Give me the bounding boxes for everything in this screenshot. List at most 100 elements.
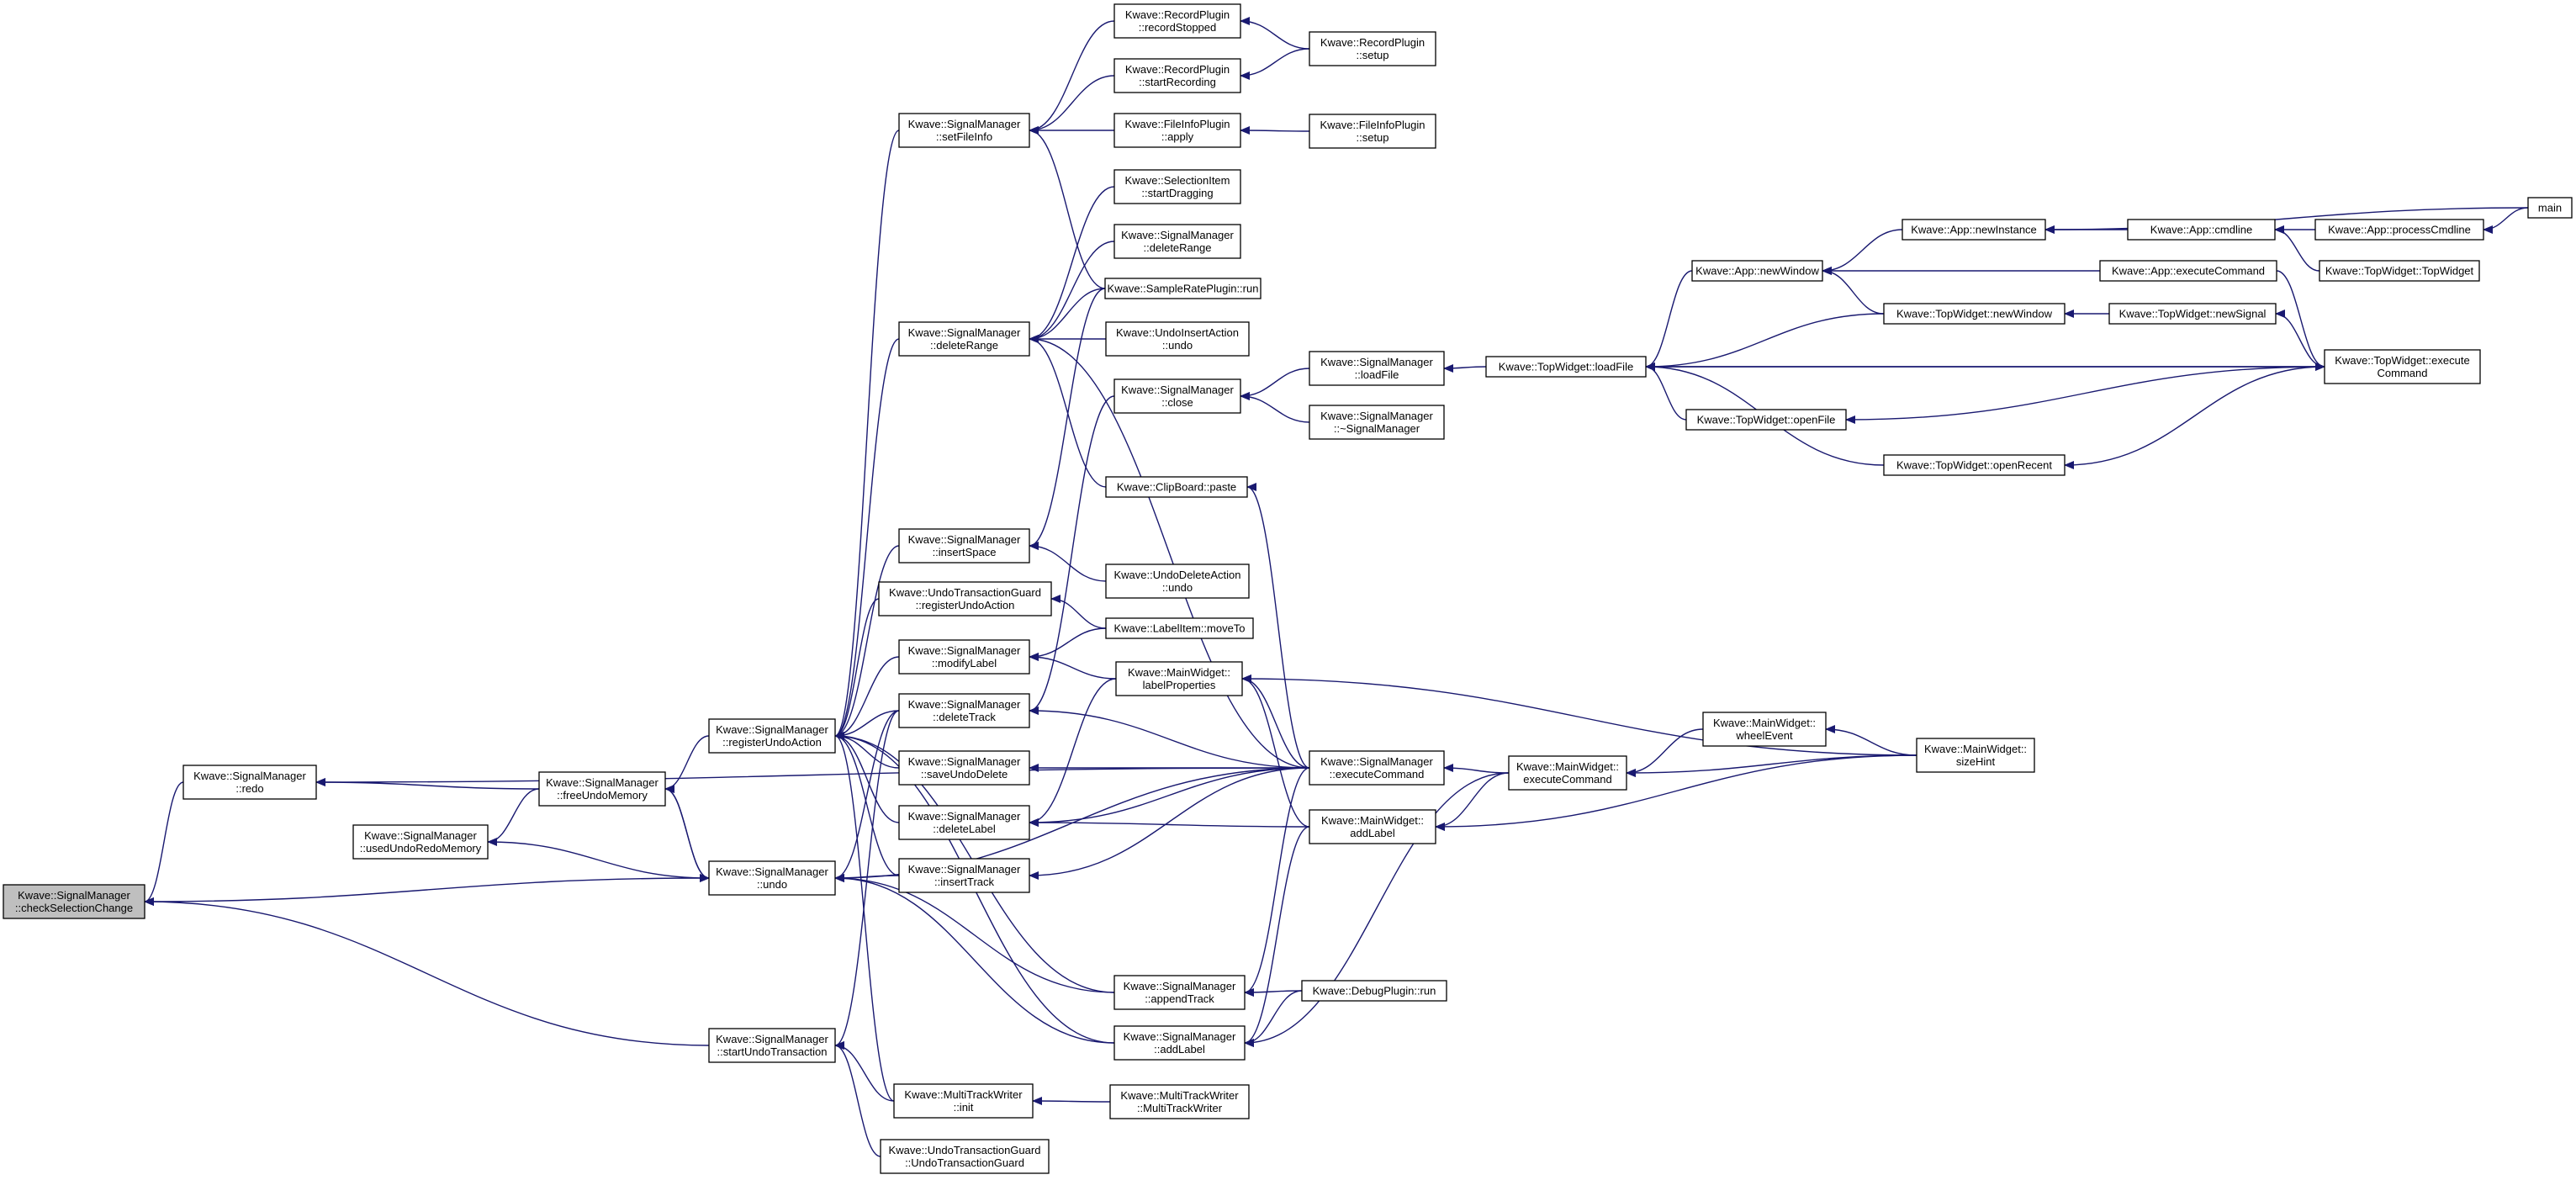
graph-node[interactable]: Kwave::TopWidget::loadFile — [1485, 356, 1647, 378]
graph-node[interactable]: main — [2527, 197, 2573, 219]
node-box — [1685, 409, 1847, 431]
graph-node[interactable]: Kwave::TopWidget::newWindow — [1883, 303, 2066, 325]
graph-edge — [1443, 363, 1487, 373]
graph-edge — [1626, 728, 1704, 777]
node-label: Kwave::MainWidget:: — [1128, 666, 1230, 679]
graph-node[interactable]: Kwave::App::newWindow — [1691, 260, 1823, 282]
graph-node[interactable]: Kwave::SignalManager::close — [1113, 378, 1241, 414]
graph-node[interactable]: Kwave::SignalManager::insertSpace — [898, 528, 1030, 564]
graph-edge — [315, 778, 540, 790]
node-label: Kwave::SignalManager — [1121, 229, 1234, 241]
graph-edge — [834, 130, 900, 740]
graph-node[interactable]: Kwave::MultiTrackWriter::MultiTrackWrite… — [1109, 1084, 1250, 1119]
node-label: Kwave::TopWidget::execute — [2335, 354, 2469, 367]
graph-node[interactable]: Kwave::SignalManager::addLabel — [1113, 1025, 1246, 1061]
graph-node[interactable]: Kwave::MultiTrackWriter::init — [893, 1083, 1034, 1119]
node-layer: Kwave::SignalManager::checkSelectionChan… — [3, 3, 2573, 1174]
graph-node[interactable]: Kwave::SignalManager::usedUndoRedoMemory — [352, 824, 489, 860]
node-label: Kwave::UndoDeleteAction — [1113, 569, 1240, 581]
graph-edge — [2276, 270, 2325, 371]
graph-node[interactable]: Kwave::RecordPlugin::recordStopped — [1113, 3, 1241, 39]
node-label: ::startUndoTransaction — [717, 1045, 827, 1058]
node-box — [1309, 351, 1445, 386]
graph-node[interactable]: Kwave::MainWidget::sizeHint — [1916, 738, 2035, 773]
graph-edge — [834, 732, 900, 823]
node-box — [1508, 755, 1627, 791]
graph-node[interactable]: Kwave::FileInfoPlugin::setup — [1309, 114, 1436, 149]
graph-node[interactable]: Kwave::LabelItem::moveTo — [1105, 617, 1254, 639]
node-label: ::close — [1161, 396, 1193, 409]
graph-node[interactable]: Kwave::SignalManager::modifyLabel — [898, 639, 1030, 675]
graph-edge — [834, 338, 900, 740]
node-box — [2527, 197, 2573, 219]
graph-node[interactable]: Kwave::SignalManager::insertTrack — [898, 858, 1030, 893]
graph-node[interactable]: Kwave::TopWidget::openRecent — [1883, 454, 2066, 476]
node-label: ::saveUndoDelete — [921, 768, 1008, 780]
graph-node[interactable]: Kwave::SignalManager::registerUndoAction — [708, 718, 836, 754]
node-label: ::deleteLabel — [933, 823, 996, 835]
graph-node[interactable]: Kwave::App::cmdline — [2127, 219, 2276, 241]
graph-edge — [2275, 310, 2325, 368]
graph-node[interactable]: Kwave::SignalManager::loadFile — [1309, 351, 1445, 386]
graph-node[interactable]: Kwave::UndoDeleteAction::undo — [1105, 564, 1250, 599]
graph-node[interactable]: Kwave::UndoInsertAction::undo — [1105, 321, 1250, 357]
graph-edge — [2064, 366, 2325, 469]
graph-node[interactable]: Kwave::ClipBoard::paste — [1105, 476, 1248, 498]
graph-node[interactable]: Kwave::MainWidget::labelProperties — [1115, 661, 1243, 696]
graph-edge — [315, 767, 1310, 786]
graph-node[interactable]: Kwave::MainWidget::addLabel — [1309, 809, 1436, 844]
node-box — [182, 765, 317, 800]
graph-node[interactable]: Kwave::SignalManager::deleteLabel — [898, 805, 1030, 840]
node-box — [898, 528, 1030, 564]
node-label: ::recordStopped — [1139, 21, 1217, 34]
graph-node[interactable]: Kwave::TopWidget::executeCommand — [2324, 349, 2481, 384]
graph-node[interactable]: Kwave::App::executeCommand — [2099, 260, 2277, 282]
node-label: Kwave::SignalManager — [908, 698, 1021, 711]
node-box — [708, 860, 836, 896]
node-box — [3, 884, 145, 919]
graph-node[interactable]: Kwave::DebugPlugin::run — [1301, 980, 1447, 1002]
graph-node[interactable]: Kwave::MainWidget::executeCommand — [1508, 755, 1627, 791]
graph-node[interactable]: Kwave::TopWidget::openFile — [1685, 409, 1847, 431]
graph-node[interactable]: Kwave::App::newInstance — [1902, 219, 2046, 241]
graph-node[interactable]: Kwave::SignalManager::appendTrack — [1113, 975, 1246, 1010]
node-box — [1105, 476, 1248, 498]
graph-node[interactable]: Kwave::RecordPlugin::startRecording — [1113, 58, 1241, 93]
graph-node[interactable]: Kwave::SignalManager::undo — [708, 860, 836, 896]
graph-node[interactable]: Kwave::FileInfoPlugin::apply — [1113, 113, 1241, 148]
node-label: ::apply — [1161, 130, 1194, 143]
node-box — [898, 639, 1030, 675]
graph-node[interactable]: Kwave::MainWidget::wheelEvent — [1702, 712, 1827, 747]
graph-node[interactable]: Kwave::SignalManager::setFileInfo — [898, 113, 1030, 148]
graph-node[interactable]: Kwave::TopWidget::newSignal — [2108, 303, 2277, 325]
graph-node[interactable]: Kwave::UndoTransactionGuard::UndoTransac… — [880, 1139, 1050, 1174]
graph-node[interactable]: Kwave::SignalManager::~SignalManager — [1309, 405, 1445, 440]
graph-node[interactable]: Kwave::SignalManager::deleteTrack — [898, 693, 1030, 728]
graph-node[interactable]: Kwave::SampleRatePlugin::run — [1104, 278, 1262, 299]
graph-node[interactable]: Kwave::SelectionItem::startDragging — [1113, 169, 1241, 204]
node-box — [1113, 58, 1241, 93]
graph-node[interactable]: Kwave::SignalManager::startUndoTransacti… — [708, 1028, 836, 1063]
graph-edge — [834, 1041, 881, 1157]
graph-edge — [1029, 767, 1310, 827]
graph-node[interactable]: Kwave::SignalManager::saveUndoDelete — [898, 750, 1030, 786]
graph-node[interactable]: Kwave::SignalManager::deleteRange — [898, 321, 1030, 357]
node-label: Kwave::SignalManager — [1124, 980, 1236, 992]
node-label: ::setFileInfo — [936, 130, 992, 143]
graph-node[interactable]: Kwave::SignalManager::checkSelectionChan… — [3, 884, 145, 919]
graph-node[interactable]: Kwave::RecordPlugin::setup — [1309, 31, 1436, 66]
graph-node[interactable]: Kwave::SignalManager::freeUndoMemory — [538, 771, 666, 807]
node-label: Kwave::TopWidget::openFile — [1697, 414, 1836, 426]
graph-node[interactable]: Kwave::SignalManager::executeCommand — [1309, 750, 1445, 786]
graph-edge — [1029, 542, 1107, 582]
graph-node[interactable]: Kwave::UndoTransactionGuard::registerUnd… — [878, 581, 1052, 616]
node-box — [1109, 1084, 1250, 1119]
node-label: ::loadFile — [1355, 368, 1399, 381]
node-box — [1113, 975, 1246, 1010]
graph-edge — [1029, 627, 1107, 661]
graph-node[interactable]: Kwave::App::processCmdline — [2314, 219, 2484, 241]
graph-node[interactable]: Kwave::SignalManager::deleteRange — [1113, 224, 1241, 259]
graph-node[interactable]: Kwave::SignalManager::redo — [182, 765, 317, 800]
graph-node[interactable]: Kwave::TopWidget::TopWidget — [2319, 260, 2480, 282]
node-label: Kwave::App::processCmdline — [2328, 224, 2471, 236]
